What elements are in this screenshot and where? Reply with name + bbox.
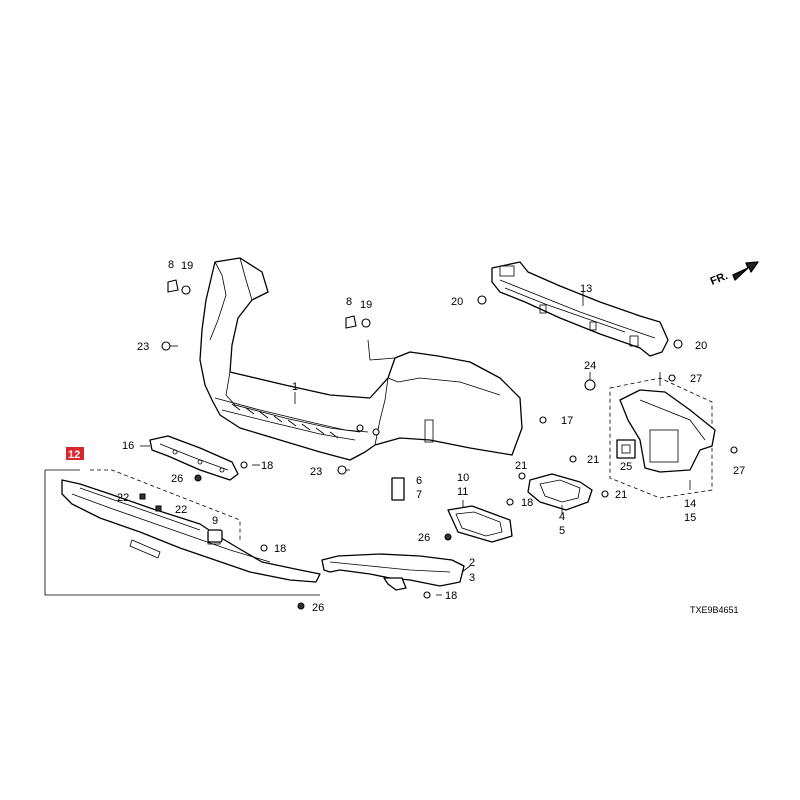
rear-bumper-side-bracket — [609, 377, 716, 499]
callout-26-lower: 26 — [312, 602, 324, 614]
callout-19-upper: 19 — [181, 260, 193, 272]
callout-12-highlight: 12 — [66, 447, 84, 461]
callout-21-lower: 21 — [615, 489, 627, 501]
callout-23-left: 23 — [137, 341, 149, 353]
callout-8-middle: 8 — [346, 296, 352, 308]
front-direction-label: FR. — [709, 270, 730, 288]
callout-5: 5 — [559, 525, 565, 537]
rear-bumper-cover — [199, 257, 523, 461]
callout-20-left: 20 — [451, 296, 463, 308]
callout-8-upper: 8 — [168, 259, 174, 271]
rear-lower-garnish — [44, 469, 321, 596]
callout-12: 12 — [68, 449, 80, 461]
callout-20-right: 20 — [695, 340, 707, 352]
callout-1: 1 — [292, 381, 298, 393]
rear-bumper-side-molding — [321, 553, 465, 591]
callout-17: 17 — [561, 415, 573, 427]
bumper-upper-bracket — [149, 435, 239, 481]
callout-13: 13 — [580, 283, 592, 295]
callout-23-middle: 23 — [310, 466, 322, 478]
callout-18-left: 18 — [261, 460, 273, 472]
callout-26-upper: 26 — [171, 473, 183, 485]
callout-21-right: 21 — [587, 454, 599, 466]
fasteners — [139, 279, 738, 610]
diagram-code: TXE9B4651 — [690, 605, 739, 615]
clip-part — [207, 529, 223, 543]
callout-4: 4 — [559, 511, 565, 523]
callout-25: 25 — [620, 461, 632, 473]
bumper-reinforcement-beam — [491, 261, 669, 357]
reflector-bracket — [527, 473, 593, 511]
callout-15: 15 — [684, 512, 696, 524]
callout-18-middle: 18 — [521, 497, 533, 509]
callout-22-left: 22 — [117, 492, 129, 504]
stay-part — [391, 477, 405, 501]
callout-7: 7 — [416, 489, 422, 501]
callout-22-right: 22 — [175, 504, 187, 516]
callout-11: 11 — [457, 486, 468, 498]
callout-9: 9 — [212, 515, 218, 527]
callout-6: 6 — [416, 475, 422, 487]
callout-3: 3 — [469, 572, 475, 584]
callout-19-middle: 19 — [360, 299, 372, 311]
callout-18-bottom: 18 — [445, 590, 457, 602]
reflector-rim — [447, 505, 513, 543]
callout-18-lower: 18 — [274, 543, 286, 555]
callout-26-middle: 26 — [418, 532, 430, 544]
callout-24: 24 — [584, 360, 596, 372]
front-direction-arrow: FR. — [709, 261, 759, 288]
callout-10: 10 — [457, 472, 469, 484]
callout-14: 14 — [684, 498, 696, 510]
callout-16: 16 — [122, 440, 134, 452]
callout-labels: 1 2 3 4 5 6 7 8 8 9 10 11 12 13 14 15 16… — [66, 259, 745, 614]
leader-lines — [140, 292, 691, 596]
callout-2: 2 — [469, 557, 475, 569]
callout-21-left: 21 — [515, 460, 527, 472]
callout-27-upper: 27 — [690, 373, 702, 385]
callout-27-right: 27 — [733, 465, 745, 477]
